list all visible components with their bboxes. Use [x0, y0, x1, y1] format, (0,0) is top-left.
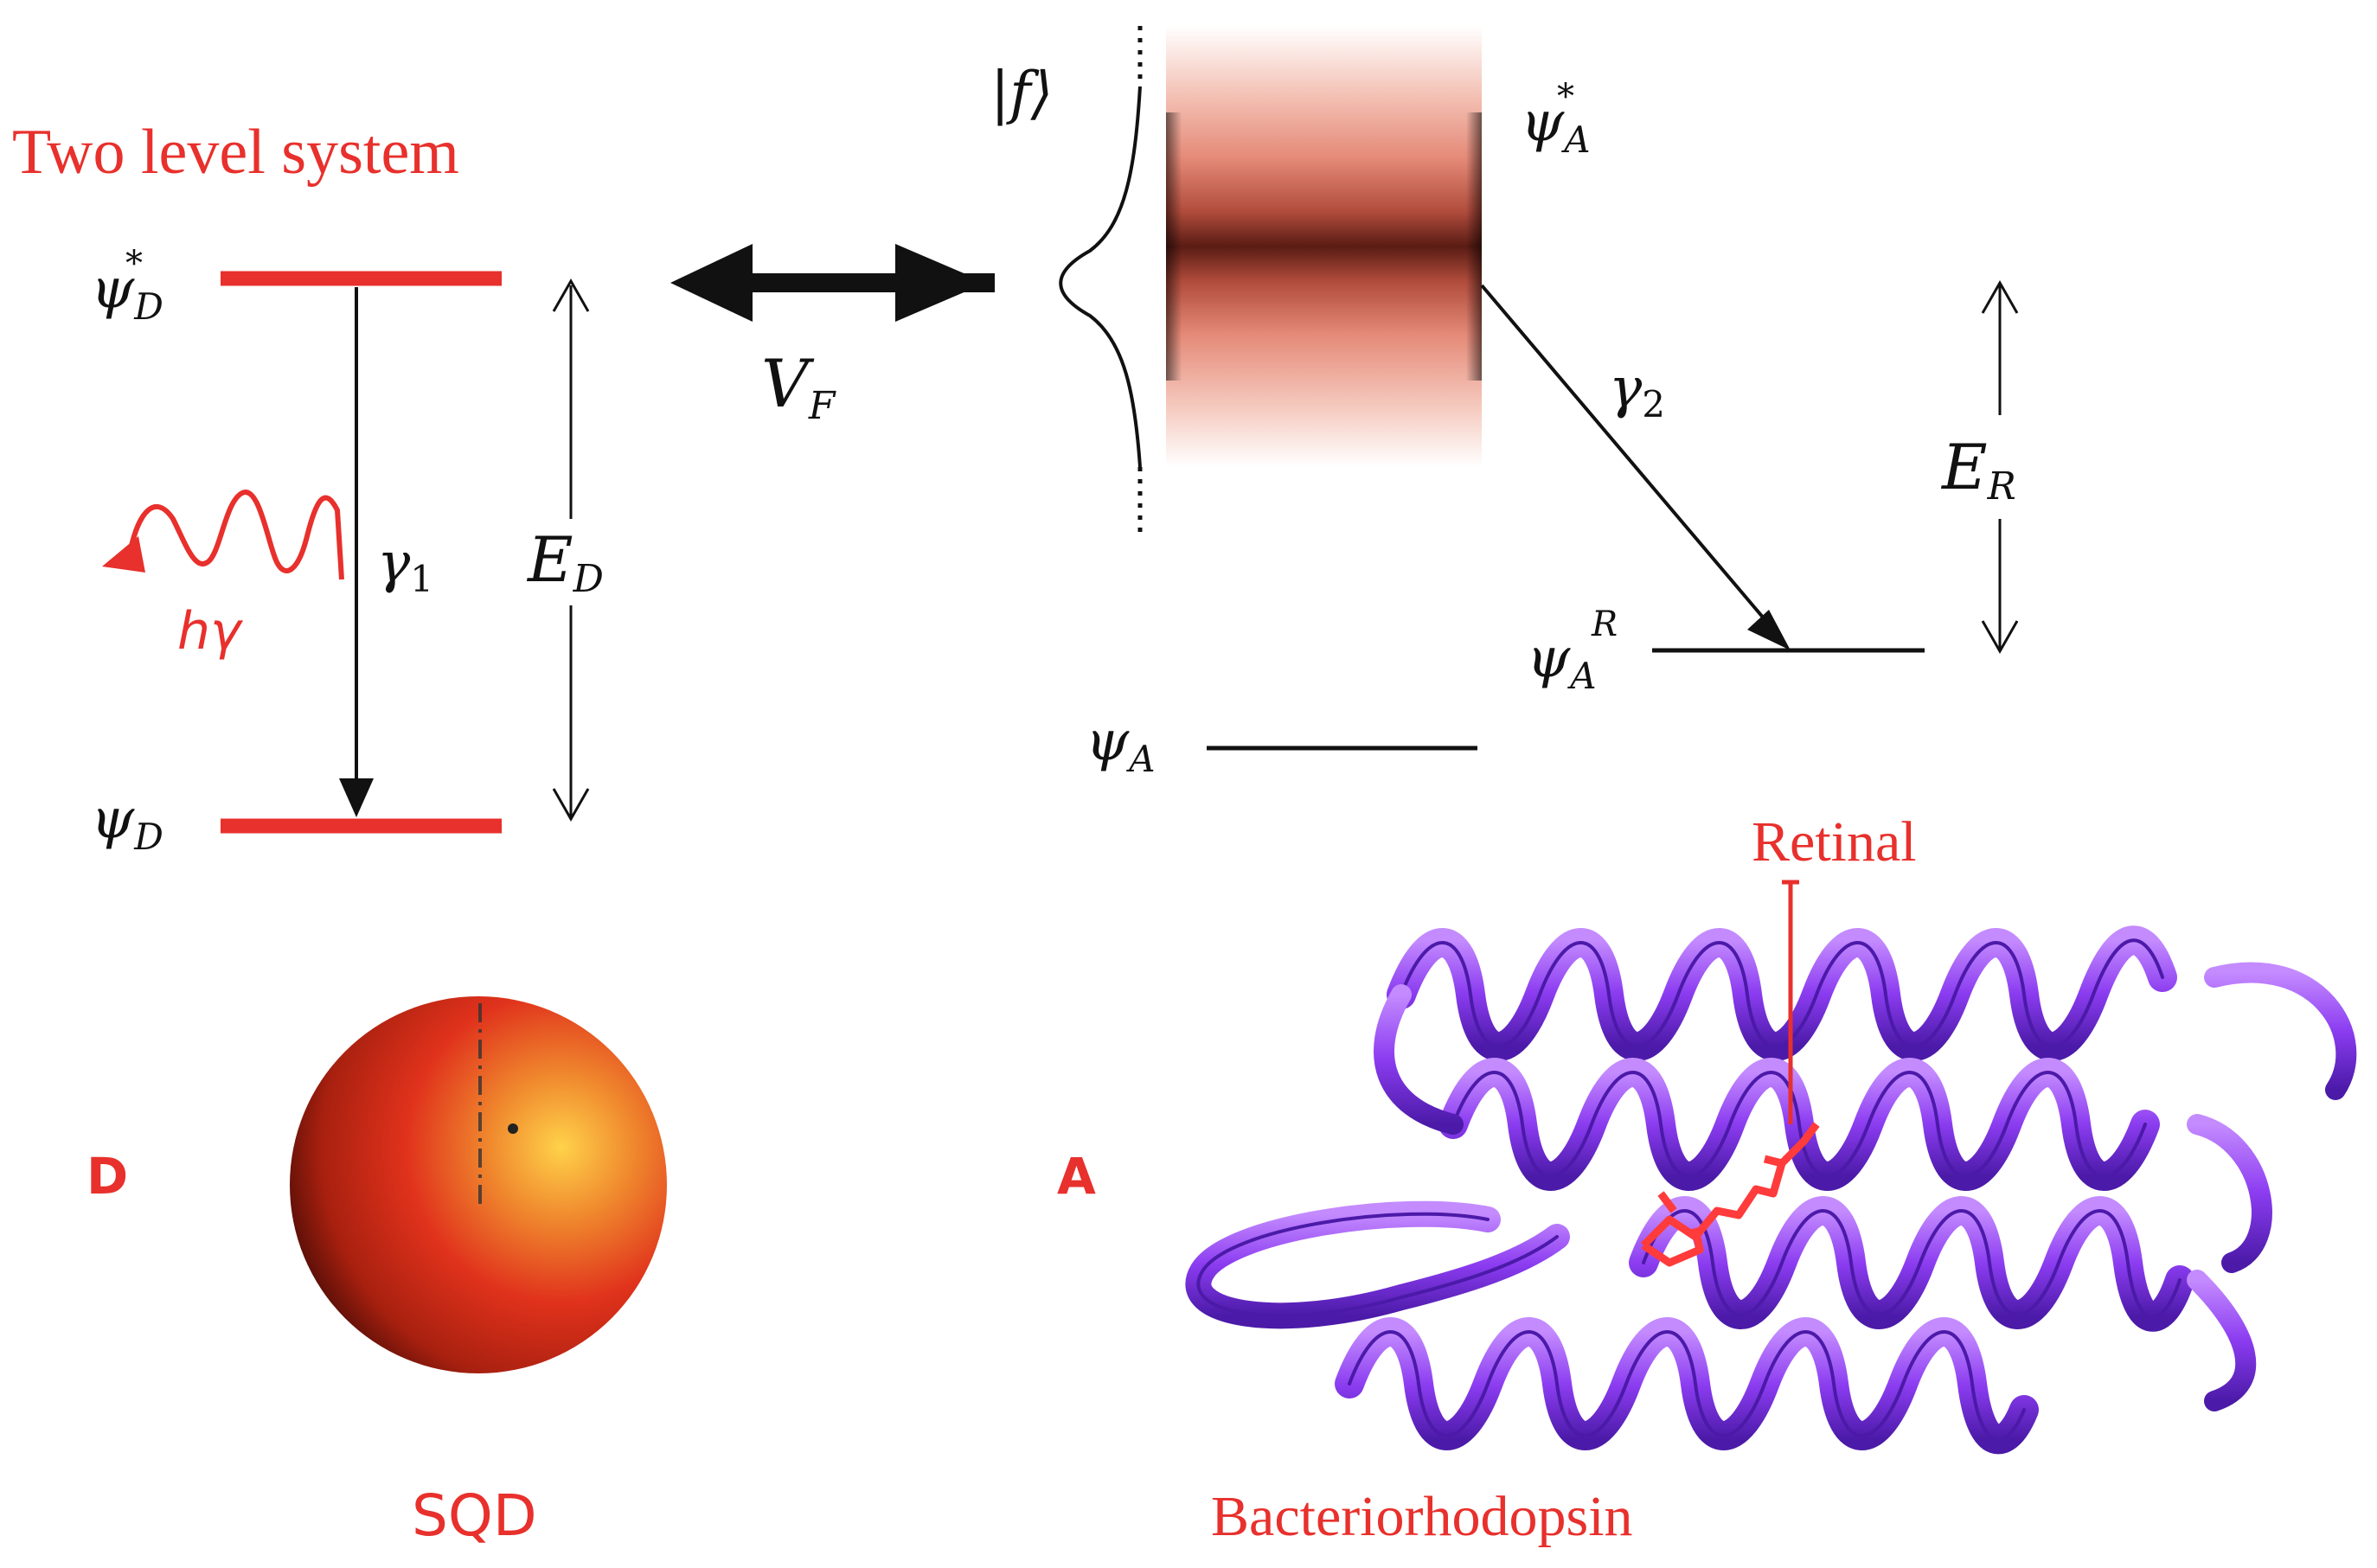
acceptor-relaxed-sup: R — [1591, 605, 1618, 644]
er-arrowhead-down-icon — [1981, 620, 2019, 655]
ed-arrowhead-down-icon — [552, 788, 590, 822]
acceptor-excited-state-label: ψA * — [1521, 77, 1591, 161]
gamma2-label: γ2 — [1609, 356, 1665, 426]
svg-text:ψA: ψA — [1086, 709, 1156, 780]
donor-excited-state-label: ψD * — [91, 244, 163, 328]
gamma1-arrowhead-icon — [339, 778, 374, 817]
donor-excited-sup: * — [125, 244, 143, 284]
acceptor-relaxed-state-label: ψA R — [1527, 605, 1618, 697]
ed-label: ED — [526, 523, 604, 601]
lineshape-curve — [1059, 86, 1142, 468]
svg-text:ψD: ψD — [91, 257, 163, 328]
er-arrowhead-up-icon — [1981, 279, 2019, 314]
acceptor-letter: A — [1057, 1147, 1096, 1206]
svg-text:ψD: ψD — [91, 787, 163, 858]
acceptor-band-edge-shade — [1166, 112, 1482, 381]
continuum-label: |f⟩ — [990, 60, 1053, 126]
donor-ground-base: ψ — [91, 787, 135, 851]
donor-letter: D — [86, 1147, 128, 1206]
er-label: ER — [1940, 431, 2016, 509]
gamma2-decay-arrow — [1480, 284, 1771, 626]
donor-ground-state-label: ψD — [91, 787, 163, 858]
sphere-center-dot — [508, 1123, 518, 1134]
double-headed-arrow-icon — [670, 244, 995, 322]
retinal-label: Retinal — [1752, 810, 1917, 874]
svg-text:ψA: ψA — [1527, 626, 1597, 697]
gamma1-label: γ1 — [377, 531, 433, 600]
ed-arrowhead-up-icon — [552, 278, 590, 312]
donor-excited-sub: D — [133, 285, 163, 328]
acceptor-excited-sup: * — [1557, 77, 1574, 117]
vf-label: VF — [761, 345, 836, 428]
donor-excited-base: ψ — [91, 257, 135, 321]
gamma2-arrowhead-icon — [1747, 610, 1791, 650]
acceptor-ground-state-label: ψA — [1086, 709, 1156, 780]
svg-text:ψA: ψA — [1521, 90, 1591, 161]
acceptor-caption: Bacteriorhodopsin — [1211, 1485, 1633, 1548]
two-level-title: Two level system — [12, 117, 459, 188]
protein-ribbon-icon — [1185, 925, 2357, 1455]
retinal-molecule-icon — [1640, 1122, 1820, 1267]
photon-label: hγ — [177, 601, 244, 662]
wavy-arrow-icon — [102, 490, 344, 580]
donor-caption: SQD — [412, 1482, 537, 1549]
donor-ground-sub: D — [133, 816, 163, 858]
